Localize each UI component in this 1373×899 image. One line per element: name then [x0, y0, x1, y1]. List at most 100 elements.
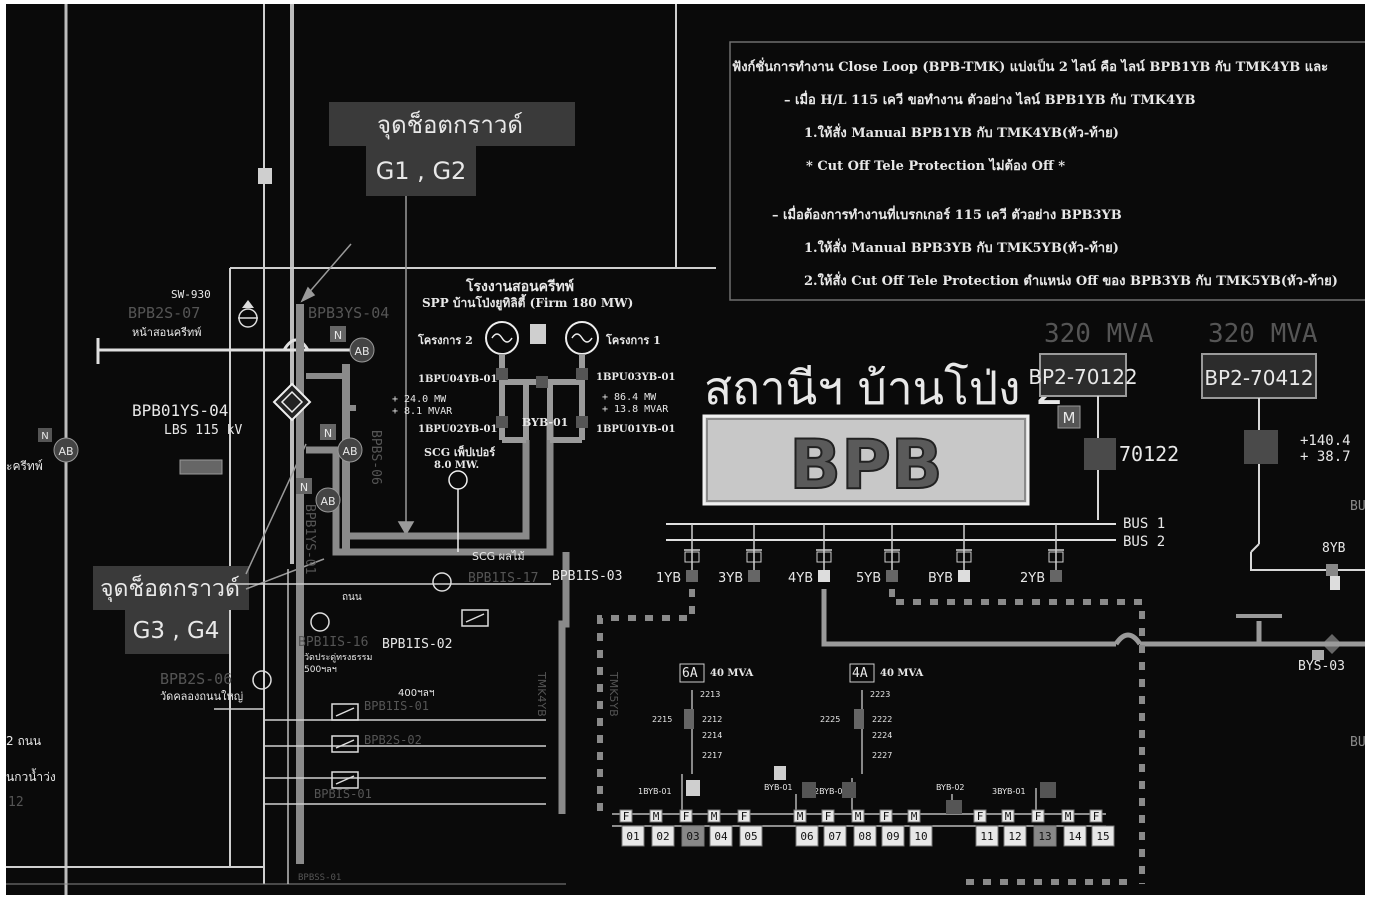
lbl-left-anon: 2 ถนน	[6, 734, 41, 748]
feeder-row: 01F02M03F04M05F06M07F08M09F10M11F12M13F1…	[619, 809, 1115, 847]
lbl-400: 400ฯลฯ	[398, 688, 434, 699]
feeder-12[interactable]: 12M	[1001, 809, 1027, 847]
bys-03-switch[interactable]	[1312, 634, 1342, 660]
sw-930-switch-icon[interactable]	[238, 300, 258, 328]
svg-text:AB: AB	[320, 495, 335, 508]
feeder-tag-09: F	[883, 810, 890, 823]
feeder-02[interactable]: 02 M	[649, 809, 675, 847]
ab-switch-2[interactable]: AB	[337, 437, 363, 463]
feeder-09[interactable]: 09F	[879, 809, 905, 847]
spp-breaker-4: 1BPU01YB-01	[596, 424, 675, 435]
svg-text:AB: AB	[342, 445, 357, 458]
bay-disconnect-byb[interactable]	[956, 551, 972, 563]
bus2-label: BUS 2	[1123, 534, 1165, 550]
sw-930-label: SW-930	[171, 288, 211, 301]
bay-label-2yb: 2YB	[1020, 571, 1045, 586]
feeder-tag-08: M	[855, 810, 862, 823]
bpb2s-02-label: BPB2S-02	[364, 733, 422, 747]
ab-switch-left[interactable]: AB	[53, 437, 79, 463]
bay-breaker-2yb[interactable]	[1050, 570, 1062, 582]
left-breaker-4[interactable]	[331, 771, 359, 789]
feeder-tag-15: F	[1093, 810, 1100, 823]
svg-text:AB: AB	[58, 445, 73, 458]
callout-bottom-title: จุดช็อตกราวด์	[100, 573, 240, 602]
feeder-03[interactable]: 03F	[679, 809, 705, 847]
bpb1is-01-label: BPB1IS-01	[364, 699, 429, 713]
spp-page-icon	[530, 324, 546, 344]
bpbs-06-label: BPBS-06	[368, 430, 383, 485]
svg-text:2225: 2225	[820, 715, 840, 724]
bus-right-label-1: BU	[1350, 499, 1365, 514]
n-indicator-left: N	[38, 428, 52, 442]
callout-top-title: จุดช็อตกราวด์	[377, 110, 523, 140]
feeder-05[interactable]: 05F	[737, 809, 763, 847]
right-bay-8yb: 8YB	[1322, 541, 1346, 556]
tr1-breaker: 70122	[1119, 442, 1179, 466]
feeder-06[interactable]: 06M	[793, 809, 819, 847]
feeder-13[interactable]: 13F	[1031, 809, 1057, 847]
bay-breaker-5yb[interactable]	[886, 570, 898, 582]
transformer-bp2-70412[interactable]: 320 MVA BP2-70412 +140.4 + 38.7	[1201, 319, 1351, 465]
feeder-15[interactable]: 15 F	[1089, 809, 1115, 847]
right-switch-8yb[interactable]	[1326, 564, 1340, 590]
callout-grounding-g1-g2: จุดช็อตกราวด์ G1 , G2	[329, 102, 575, 196]
feeder-11[interactable]: 11F	[973, 809, 999, 847]
tr2-mvar: + 38.7	[1300, 449, 1351, 465]
feeder-08[interactable]: 08M	[851, 809, 877, 847]
spp-mw-right: + 86.4 MW	[602, 392, 657, 403]
spp-breaker-2: 1BPU03YB-01	[596, 372, 675, 383]
n-indicator-1: N	[330, 326, 346, 342]
bay-breaker-4yb[interactable]	[818, 570, 830, 582]
bay-disconnect-1yb[interactable]	[684, 551, 700, 563]
bay-disconnect-2yb[interactable]	[1048, 551, 1064, 563]
svg-text:2215: 2215	[652, 715, 672, 724]
svg-text:2224: 2224	[872, 731, 892, 740]
feeder-04[interactable]: 04M	[707, 809, 733, 847]
bpb1is-02-label: BPB1IS-02	[382, 637, 452, 652]
bay-disconnect-4yb[interactable]	[816, 551, 832, 563]
ab-switch-3[interactable]: AB	[315, 487, 341, 513]
feeder-tag-14: M	[1065, 810, 1072, 823]
feeder-14[interactable]: 14M	[1061, 809, 1087, 847]
station-code-badge[interactable]: BPB	[702, 414, 1030, 506]
generator-1-icon[interactable]	[565, 321, 599, 355]
bay-disconnect-5yb[interactable]	[884, 551, 900, 563]
lbs-115kv-label: LBS 115 kV	[164, 423, 242, 438]
tmk4yb-vertical: TMK4YB	[535, 671, 548, 717]
bay-breaker-1yb[interactable]	[686, 570, 698, 582]
ab-switch-1[interactable]: AB	[349, 337, 375, 363]
svg-text:2212: 2212	[702, 715, 722, 724]
feeder-label-02: 02	[656, 830, 669, 843]
feeder-tag-04: M	[711, 810, 718, 823]
feeder-tag-13: F	[1035, 810, 1042, 823]
thick-feeder-route	[821, 589, 1365, 647]
left-breaker-2[interactable]	[331, 703, 359, 721]
left-breaker-3[interactable]	[331, 735, 359, 753]
tr2-name: BP2-70412	[1204, 366, 1313, 390]
feeder-tag-02: M	[653, 810, 660, 823]
lbl-spp-left: หน้าสอนครีทพ์	[132, 326, 202, 339]
feeder-01[interactable]: 01F	[619, 809, 645, 847]
feeder-label-15: 15	[1096, 830, 1109, 843]
station-code: BPB	[789, 426, 943, 505]
generator-2-icon[interactable]	[485, 321, 519, 355]
bus-115kv	[666, 523, 1116, 541]
bay-breaker-3yb[interactable]	[748, 570, 760, 582]
scg-mw: 8.0 MW.	[434, 460, 479, 471]
lbs-diamond-icon[interactable]	[272, 382, 312, 422]
feeder-tag-01: F	[623, 810, 630, 823]
spp-title: โรงงานสอนครีทพ์	[465, 277, 574, 295]
bay-label-1yb: 1YB	[656, 571, 681, 586]
transformer-bp2-70122[interactable]: 320 MVA BP2-70122 M 70122	[1028, 319, 1179, 470]
lower-b1: 1BYB-01	[638, 787, 672, 796]
note-line-2: – เมื่อ H/L 115 เควี ขอทำงาน ตัวอย่าง ไล…	[784, 90, 1196, 108]
spp-mvar-right: + 13.8 MVAR	[602, 404, 669, 415]
scg-generator-icon[interactable]	[448, 470, 468, 552]
right-bys-03: BYS-03	[1298, 659, 1345, 674]
feeder-07[interactable]: 07F	[821, 809, 847, 847]
bay-breaker-byb[interactable]	[958, 570, 970, 582]
left-breaker-1[interactable]	[461, 609, 489, 627]
feeder-10[interactable]: 10M	[907, 809, 933, 847]
bay-disconnect-3yb[interactable]	[746, 551, 762, 563]
bpbss-01-label: BPBSS-01	[298, 873, 341, 883]
